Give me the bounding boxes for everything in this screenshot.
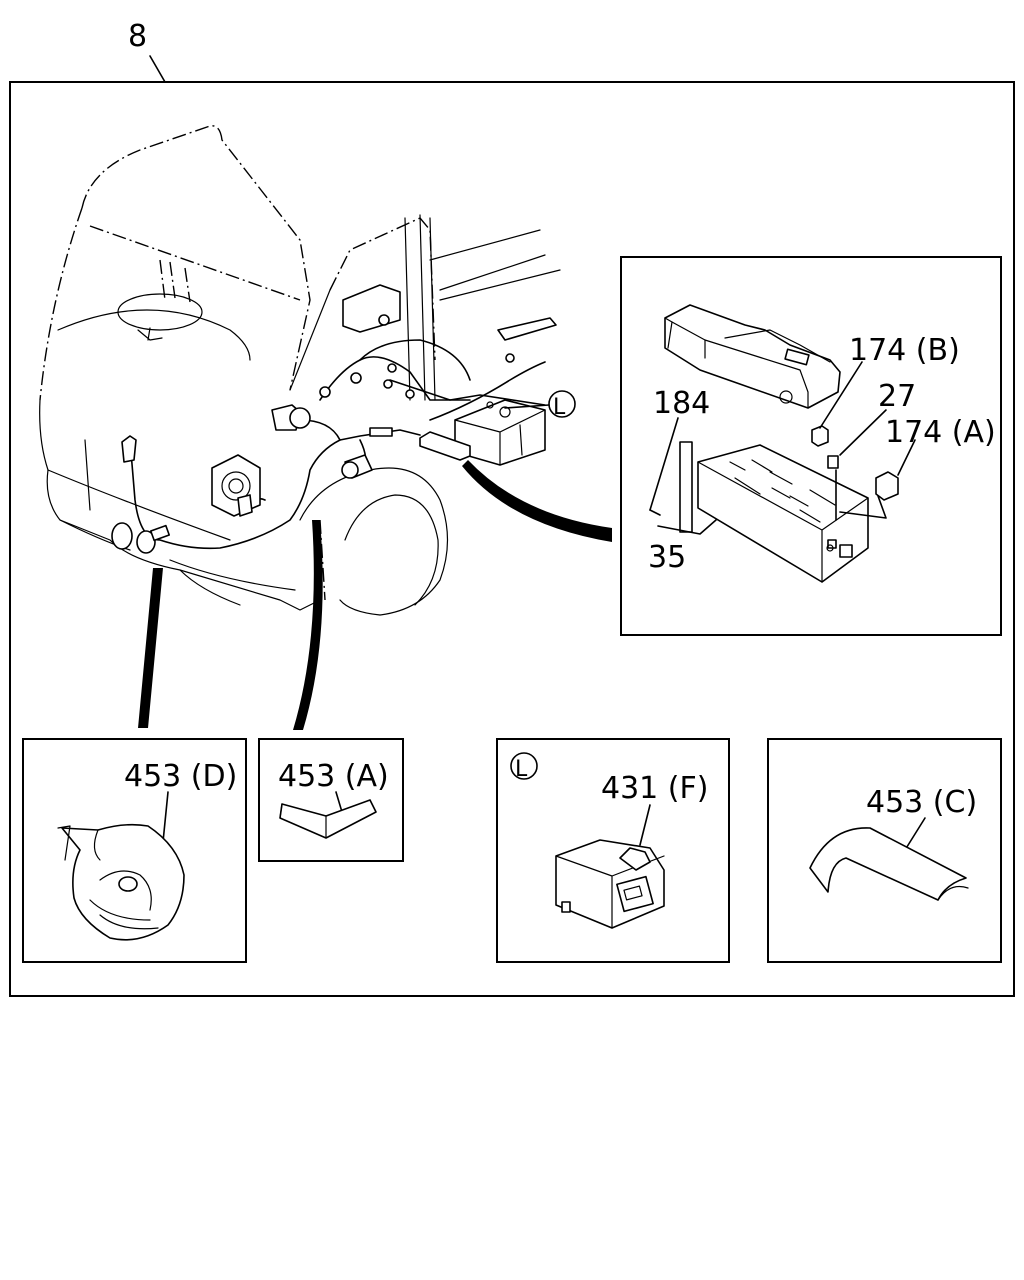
assembly-leader-line xyxy=(149,55,166,83)
vehicle-cab-drawing xyxy=(39,125,612,730)
detail-panel-453c xyxy=(767,738,1002,963)
fuse-label: 27 xyxy=(878,379,916,414)
fuse-27-drawing xyxy=(827,455,839,469)
detail-panel-453a xyxy=(258,738,404,862)
relay-174a-drawing xyxy=(875,471,899,501)
connector-431f-drawing xyxy=(555,839,665,929)
fuse-leader xyxy=(839,409,887,456)
assembly-frame xyxy=(9,81,1015,997)
relay-174b-drawing xyxy=(811,425,829,447)
connector-l-callout: L xyxy=(504,390,576,420)
cover-label: 184 xyxy=(653,386,710,421)
detail-453a-label: 453 (A) xyxy=(278,759,389,794)
relay-b-label: 174 (B) xyxy=(849,333,960,368)
assembly-number: 8 xyxy=(128,19,147,54)
svg-text:L: L xyxy=(553,395,566,420)
box-label: 35 xyxy=(648,540,686,575)
detail-panel-453d xyxy=(22,738,247,963)
fuse-box-cover-drawing xyxy=(664,304,841,409)
relay-a-label: 174 (A) xyxy=(885,415,996,450)
cover-leader xyxy=(649,417,679,511)
detail-l-marker xyxy=(510,752,538,780)
relay-a-leader xyxy=(897,439,916,476)
grommet-453d-drawing xyxy=(57,823,185,941)
detail-l-marker-text: L xyxy=(515,757,528,782)
fuse-box-body-drawing xyxy=(679,441,869,583)
fuse-box-panel xyxy=(620,256,1002,636)
detail-453d-label: 453 (D) xyxy=(124,759,237,794)
protector-453a-drawing xyxy=(279,799,377,839)
detail-panel-431f xyxy=(496,738,730,963)
box-leader xyxy=(657,519,717,535)
detail-453c-label: 453 (C) xyxy=(866,785,977,820)
relay-b-leader xyxy=(819,361,863,429)
detail-431f-label: 431 (F) xyxy=(601,771,708,806)
protector-453c-drawing xyxy=(809,827,969,901)
